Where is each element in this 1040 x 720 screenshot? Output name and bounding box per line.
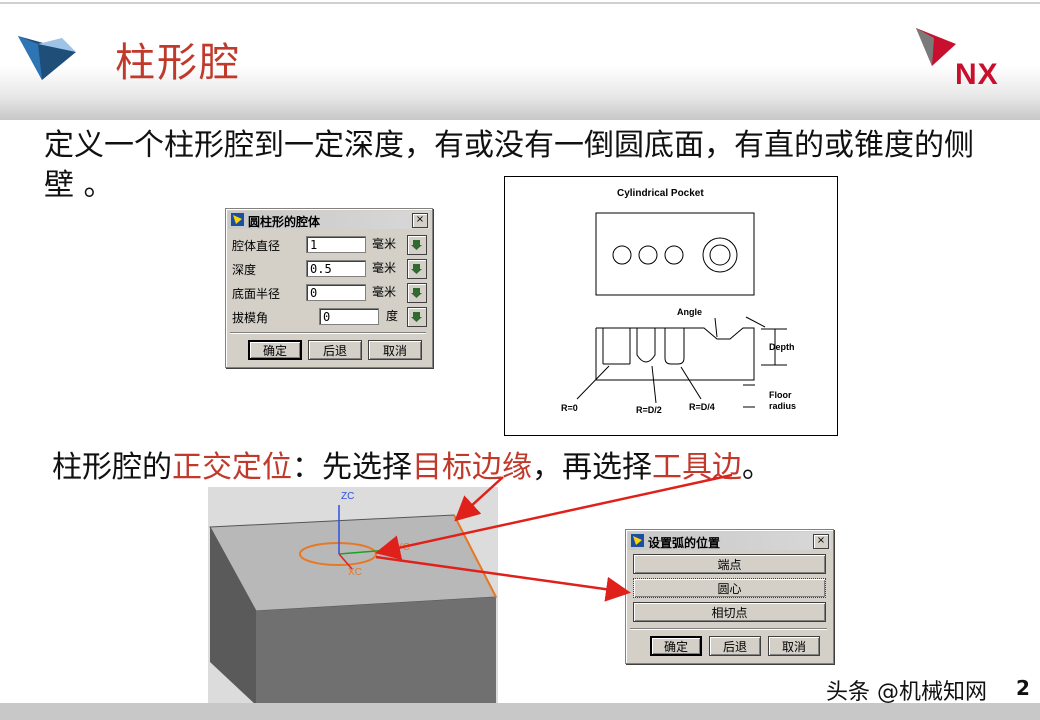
depth-input[interactable]: 0.5 (306, 260, 366, 277)
top-view-outline (595, 212, 755, 296)
taper-angle-unit: 度 (386, 309, 399, 323)
diameter-input[interactable]: 1 (306, 236, 366, 253)
xc-axis (338, 553, 353, 570)
down-arrow-icon (411, 264, 422, 274)
arrow-logo-icon (18, 36, 76, 80)
block-left-face (210, 527, 256, 705)
nx-app-icon (631, 534, 644, 547)
nx-app-icon (231, 213, 244, 226)
instruction-part: ：先选择 (292, 450, 412, 485)
endpoint-option-button[interactable]: 端点 (633, 554, 826, 574)
taper-angle-input[interactable]: 0 (319, 308, 379, 325)
instruction-part: 。 (742, 450, 772, 485)
down-arrow-icon (411, 240, 422, 250)
instruction-highlight: 工具边 (652, 450, 742, 485)
instruction-part: 柱形腔的 (52, 450, 172, 485)
slide-description: 定义一个柱形腔到一定深度，有或没有一倒圆底面，有直的或锥度的侧壁 。 (44, 128, 974, 203)
cancel-button[interactable]: 取消 (768, 636, 820, 656)
down-arrow-icon (411, 288, 422, 298)
diameter-label: 腔体直径 (232, 239, 281, 253)
header-top-line (0, 2, 1040, 4)
arc-position-dialog: 设置弧的位置 × 端点 圆心 相切点 确定 后退 取消 (625, 529, 834, 664)
slide-title: 柱形腔 (115, 40, 241, 86)
footer-bar (0, 703, 1040, 720)
dialog-separator (630, 628, 827, 630)
tapered-pocket-outer (702, 237, 738, 273)
ok-button[interactable]: 确定 (248, 340, 302, 360)
instruction-part: ，再选择 (532, 450, 652, 485)
diameter-unit: 毫米 (372, 237, 397, 251)
floor-radius-unit: 毫米 (372, 285, 397, 299)
depth-unit: 毫米 (372, 261, 397, 275)
taper-angle-label: 拔模角 (232, 311, 269, 325)
dialog-title: 设置弧的位置 (648, 536, 721, 550)
floor-radius-input[interactable]: 0 (306, 284, 366, 301)
dialog-title-bar: 圆柱形的腔体 × (228, 211, 430, 229)
dialog-separator (230, 332, 426, 334)
floor-radius-options-button[interactable] (407, 283, 427, 303)
angle-label: Angle (677, 307, 702, 317)
xc-label: XC (348, 567, 362, 578)
r-half-label: R=D/2 (636, 405, 662, 415)
slide-header (0, 0, 1040, 120)
diameter-options-button[interactable] (407, 235, 427, 255)
dialog-close-button[interactable]: × (412, 213, 428, 228)
instruction-highlight: 正交定位 (172, 450, 292, 485)
cylindrical-pocket-diagram: Cylindrical Pocket Angle Depth Floor rad… (504, 176, 838, 436)
floor-radius-label: 底面半径 (232, 287, 281, 301)
source-watermark: 头条 @机械知网 (826, 680, 987, 705)
floor-radius-label-1: Floor (769, 390, 792, 400)
block-top-face (209, 514, 497, 612)
cylindrical-pocket-dialog: 圆柱形的腔体 × 腔体直径 1 毫米 深度 0.5 毫米 底面半径 0 毫米 拔… (225, 208, 433, 368)
down-arrow-icon (411, 312, 422, 322)
center-option-button[interactable]: 圆心 (633, 578, 826, 598)
back-button[interactable]: 后退 (709, 636, 761, 656)
back-button[interactable]: 后退 (308, 340, 362, 360)
dialog-title: 圆柱形的腔体 (248, 215, 321, 229)
yc-label: YC (396, 542, 410, 553)
depth-label: 深度 (232, 263, 257, 277)
cad-viewport[interactable]: ZC YC XC (208, 487, 498, 705)
instruction-highlight: 目标边缘 (412, 450, 532, 485)
block-model: ZC YC XC (208, 487, 498, 705)
positioning-instruction: 柱形腔的正交定位：先选择目标边缘，再选择工具边。 (52, 442, 772, 486)
r0-label: R=0 (561, 403, 578, 413)
taper-angle-options-button[interactable] (407, 307, 427, 327)
zc-label: ZC (341, 491, 354, 502)
tapered-pocket-inner (709, 244, 731, 266)
pocket-hole (612, 245, 632, 265)
cancel-button[interactable]: 取消 (368, 340, 422, 360)
pocket-drawing: Cylindrical Pocket Angle Depth Floor rad… (561, 188, 796, 415)
section-view-outline (595, 327, 755, 381)
pocket-hole (638, 245, 658, 265)
page-number: 2 (1016, 676, 1030, 700)
floor-radius-label-2: radius (769, 401, 796, 411)
dialog-title-bar: 设置弧的位置 × (628, 532, 831, 550)
dialog-close-button[interactable]: × (813, 534, 829, 549)
depth-label-diagram: Depth (769, 342, 795, 352)
tangent-point-option-button[interactable]: 相切点 (633, 602, 826, 622)
depth-options-button[interactable] (407, 259, 427, 279)
ok-button[interactable]: 确定 (650, 636, 702, 656)
diagram-title: Cylindrical Pocket (617, 188, 704, 199)
nx-logo-text: NX (955, 58, 999, 91)
pocket-hole (664, 245, 684, 265)
block-front-face (256, 597, 496, 705)
nx-logo-icon (916, 28, 956, 66)
r-quarter-label: R=D/4 (689, 402, 715, 412)
